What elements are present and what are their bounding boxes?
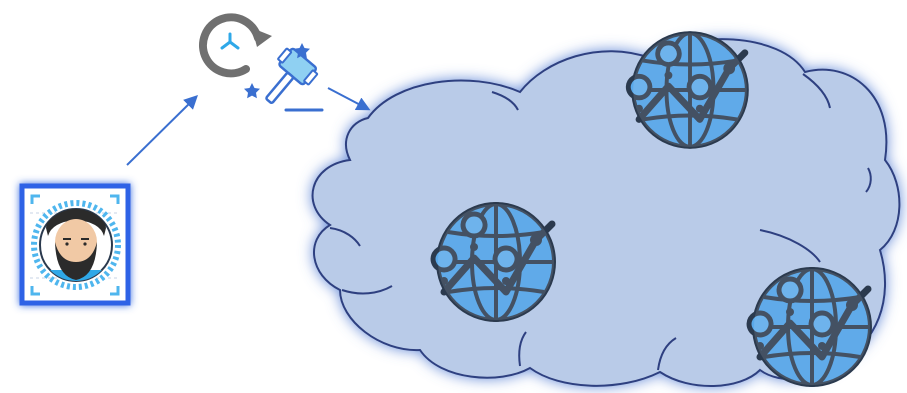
gavel-icon	[244, 43, 322, 114]
user-face-scan-icon	[22, 186, 128, 303]
arrow-gavel-to-cloud	[328, 88, 368, 109]
refresh-icon	[203, 17, 272, 73]
arrow-user-to-refresh	[127, 97, 196, 165]
